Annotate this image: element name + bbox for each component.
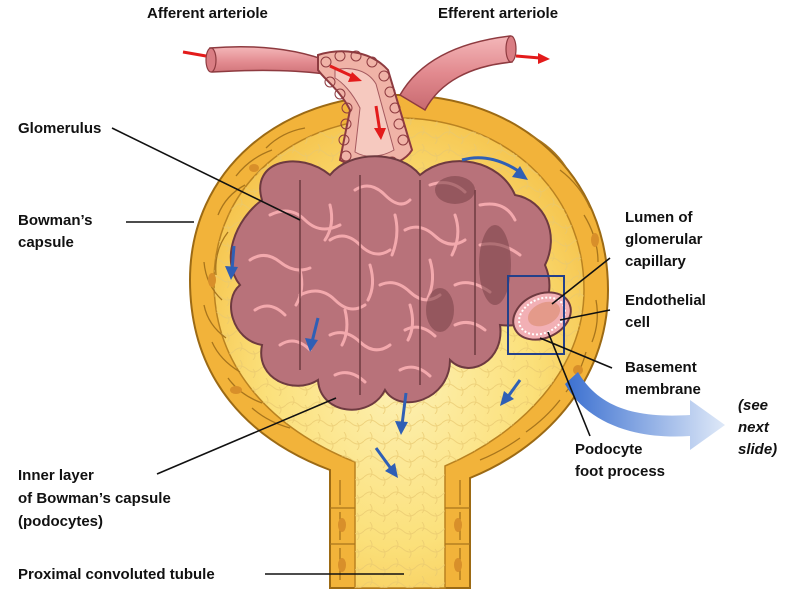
label-endothelial-line2: cell <box>625 314 651 331</box>
label-endothelial-line1: Endothelial <box>625 292 706 309</box>
label-lumen-line3: capillary <box>625 253 686 270</box>
label-podocyte-line1: Podocyte <box>575 441 643 458</box>
label-bowmans-capsule-line2: capsule <box>18 234 74 251</box>
see-next-slide-arrow <box>565 372 725 450</box>
leader-lines <box>111 127 613 575</box>
label-lumen-line1: Lumen of <box>625 209 693 226</box>
label-basement-line1: Basement <box>625 359 697 376</box>
label-proximal-convoluted-tubule: Proximal convoluted tubule <box>18 566 215 583</box>
label-podocyte-line2: foot process <box>575 463 666 480</box>
label-see-next-slide-line3: slide) <box>738 441 778 458</box>
label-inner-layer-line3: (podocytes) <box>18 513 104 530</box>
label-efferent-arteriole: Efferent arteriole <box>438 5 559 22</box>
label-afferent-arteriole: Afferent arteriole <box>147 5 268 22</box>
label-basement-line2: membrane <box>625 381 701 398</box>
label-bowmans-capsule-line1: Bowman’s <box>18 212 93 229</box>
capillary-cross-section <box>507 275 572 355</box>
efferent-arteriole <box>398 35 517 112</box>
label-inner-layer-line2: of Bowman’s capsule <box>18 490 171 507</box>
label-inner-layer-line1: Inner layer <box>18 467 94 484</box>
filtrate-flow-arrows <box>225 156 528 478</box>
blood-flow-arrows <box>182 50 550 140</box>
label-glomerulus: Glomerulus <box>18 120 102 137</box>
label-see-next-slide-line2: next <box>738 419 769 436</box>
label-see-next-slide-line1: (see <box>738 397 769 414</box>
label-lumen-line2: glomerular <box>625 231 703 248</box>
